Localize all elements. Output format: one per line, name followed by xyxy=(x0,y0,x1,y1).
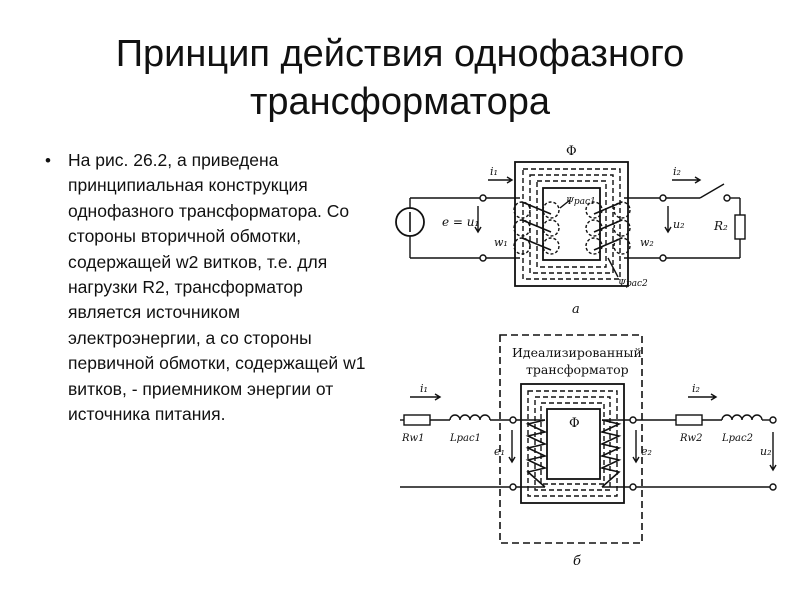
figure-a-w2-label: w₂ xyxy=(640,236,654,249)
slide-title: Принцип действия однофазного трансформат… xyxy=(115,33,685,123)
primary-terminal-top xyxy=(479,194,487,202)
figure-b-lpac2-label: Lрас2 xyxy=(721,433,753,444)
core-outer xyxy=(520,383,625,504)
e1-arrow xyxy=(508,430,516,464)
figure-b-e1-label: e₁ xyxy=(494,445,505,458)
core-inner xyxy=(542,187,601,261)
secondary-coil-windings xyxy=(593,201,623,251)
figure-b-i1-label: i₁ xyxy=(420,382,428,395)
figure-b-u2-label: u₂ xyxy=(760,445,772,458)
figure-b-box-label-2: трансформатор xyxy=(526,362,629,377)
figure-a-e-label: e = u₁ xyxy=(442,215,479,229)
primary-coil xyxy=(525,419,548,488)
psi1-leader xyxy=(559,199,571,209)
figure-b-flux-label: Φ xyxy=(569,416,580,431)
secondary-terminal-bottom xyxy=(659,254,667,262)
figure-a-r2-label: R₂ xyxy=(713,219,728,233)
body-paragraph: На рис. 26.2, а приведена принципиальная… xyxy=(68,150,366,425)
e-arrow xyxy=(474,206,482,234)
bullet-point: • xyxy=(45,151,51,170)
figure-b-rw1-label: Rw1 xyxy=(401,433,424,444)
load-switch xyxy=(699,183,725,199)
figure-a-caption: а xyxy=(572,302,580,317)
primary-terminal-bottom xyxy=(479,254,487,262)
primary-coil-windings xyxy=(521,201,552,251)
figure-b-rw2-label: Rw2 xyxy=(679,433,702,444)
u2-arrow xyxy=(664,206,672,234)
i1-arrow xyxy=(488,176,514,184)
secondary-leakage-inductor xyxy=(721,414,763,421)
core-outer xyxy=(514,161,629,287)
figure-a-i1-label: i₁ xyxy=(490,165,498,178)
i1-arrow xyxy=(410,393,442,401)
figure-a xyxy=(395,161,746,287)
figure-a-w1-label: w₁ xyxy=(494,236,508,249)
psi2-leader xyxy=(607,257,619,278)
flux-loop-1 xyxy=(522,168,621,280)
figure-a-u2-label: u₂ xyxy=(673,218,685,231)
ideal-transformer-box xyxy=(499,334,643,544)
i2-arrow xyxy=(672,176,702,184)
figure-b-box-label-1: Идеализированный xyxy=(512,345,642,360)
load-resistor-r2 xyxy=(734,214,746,240)
e2-arrow xyxy=(632,430,640,464)
figure-b-i2-label: i₂ xyxy=(692,382,700,395)
i2-arrow xyxy=(688,393,718,401)
figure-b-lpac1-label: Lрас1 xyxy=(449,433,481,444)
figure-a-psi1-label: Ψрас1 xyxy=(566,197,596,207)
flux-loop-3 xyxy=(536,180,607,268)
figure-a-i2-label: i₂ xyxy=(673,165,681,178)
primary-winding-resistor xyxy=(403,414,431,426)
figure-a-psi2-label: Ψрас2 xyxy=(618,279,648,289)
figure-b-e2-label: e₂ xyxy=(641,445,652,458)
secondary-coil xyxy=(599,419,622,488)
body-text-block: • На рис. 26.2, а приведена принципиальн… xyxy=(45,148,375,427)
figure-a-flux-label: Φ xyxy=(566,144,577,159)
primary-leakage-inductor xyxy=(449,414,491,421)
figure-b-caption: б xyxy=(573,554,581,569)
secondary-winding-resistor xyxy=(675,414,703,426)
secondary-terminal-top xyxy=(659,194,667,202)
u2-arrow xyxy=(769,432,777,472)
figure-b xyxy=(400,334,777,544)
core-inner xyxy=(546,408,601,480)
